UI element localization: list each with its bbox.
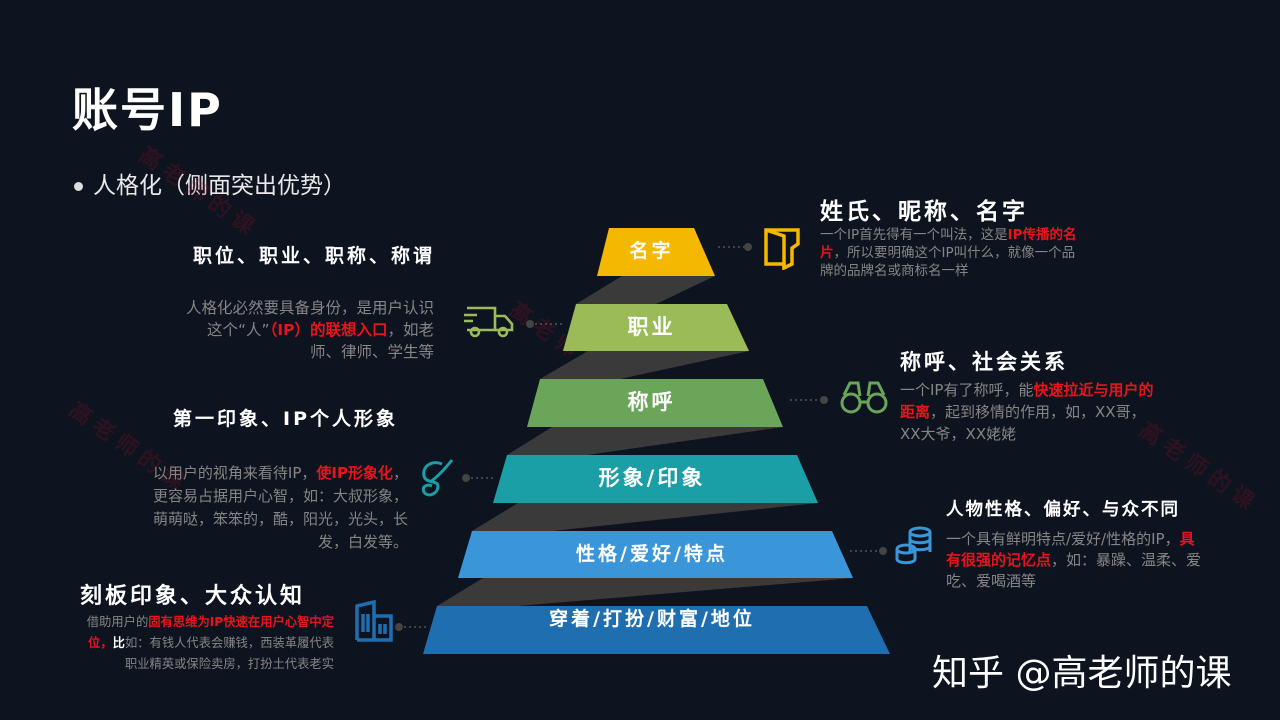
note-heading-character: 人物性格、偏好、与众不同 <box>946 500 1180 520</box>
pyramid-layer <box>458 531 853 578</box>
pyramid-layer-label: 性格/爱好/特点 <box>576 543 728 565</box>
zhihu-watermark: 知乎 @高老师的课 <box>932 653 1232 694</box>
body-text: 一个IP首先得有一个叫法，这是 <box>820 227 1008 243</box>
pyramid-layer-label: 形象/印象 <box>598 466 706 490</box>
building-icon <box>355 600 393 642</box>
pyramid-layer <box>527 379 783 427</box>
note-heading-name: 姓氏、昵称、名字 <box>820 199 1028 225</box>
highlight-text: 快速拉近与用户的距离 <box>900 381 1154 421</box>
hand-icon <box>421 459 454 497</box>
connector-dot <box>526 320 534 328</box>
pyramid-connector <box>437 578 853 606</box>
body-text: ，起到移情的作用，如，XX哥，XX大爷，XX姥姥 <box>900 403 1146 443</box>
connector-dot <box>744 243 752 251</box>
pyramid-connector <box>472 503 818 531</box>
note-body-title: 一个IP有了称呼，能快速拉近与用户的距离，起到移情的作用，如，XX哥，XX大爷，… <box>900 379 1162 445</box>
page-title: 账号IP <box>72 83 223 137</box>
highlight-text: （IP）的联想入口 <box>269 321 388 339</box>
note-heading-stereotype: 刻板印象、大众认知 <box>80 584 306 609</box>
note-body-stereotype: 借助用户的固有思维为IP快速在用户心智中定位，比如：有钱人代表会赚钱，西装革履代… <box>84 612 334 675</box>
binoculars-icon <box>840 381 888 414</box>
note-heading-title: 称呼、社会关系 <box>900 350 1068 374</box>
pyramid-connector <box>507 427 783 455</box>
pyramid-layer <box>597 228 715 276</box>
body-text: 一个具有鲜明特点/爱好/性格的IP， <box>946 530 1180 548</box>
note-body-job: 人格化必然要具备身份，是用户认识这个“人”（IP）的联想入口，如老师、律师、学生… <box>180 297 434 363</box>
truck-icon <box>464 306 514 338</box>
pyramid-layer <box>563 304 749 351</box>
highlight-text: 固有思维为IP快速在用户心智中定位， <box>88 615 334 650</box>
body-text: ，所以要明确这个IP叫什么，就像一个品牌的品牌名或商标名一样 <box>820 245 1076 279</box>
body-text: 一个IP有了称呼，能 <box>900 381 1034 399</box>
note-heading-image: 第一印象、IP个人形象 <box>173 408 398 430</box>
bullet-text: 人格化（侧面突出优势） <box>93 173 346 199</box>
coins-icon <box>895 526 932 565</box>
connector-dot <box>395 623 403 631</box>
highlight-text: 具有很强的记忆点 <box>946 530 1195 569</box>
body-text: 人格化必然要具备身份，是用户认识这个“人” <box>185 299 434 339</box>
connector-dot <box>462 474 470 482</box>
note-body-name: 一个IP首先得有一个叫法，这是IP传播的名片，所以要明确这个IP叫什么，就像一个… <box>820 226 1080 280</box>
pyramid-layer-label: 称呼 <box>627 390 676 414</box>
body-text: 借助用户的 <box>86 615 149 629</box>
body-text: ，更容易占据用户心智，如：大叔形象，萌萌哒，笨笨的，酷，阳光，光头，长发，白发等… <box>152 464 408 551</box>
pyramid-layer-label: 穿着/打扮/财富/地位 <box>549 608 755 630</box>
bullet-item: 人格化（侧面突出优势） <box>74 166 346 200</box>
pyramid-connector <box>540 351 749 379</box>
body-text: ，如老师、律师、学生等 <box>309 321 434 361</box>
note-heading-job: 职位、职业、职称、称谓 <box>192 245 435 267</box>
body-text: 以用户的视角来看待IP， <box>152 464 317 482</box>
folder-icon <box>764 228 800 270</box>
connector-dot <box>820 396 828 404</box>
body-text: ，如：暴躁、温柔、爱吃、爱喝酒等 <box>946 551 1202 590</box>
body-text: 比 <box>112 636 125 650</box>
pyramid-layer <box>493 455 818 503</box>
pyramid-layer <box>423 606 890 654</box>
highlight-text: 使IP形象化 <box>316 464 393 482</box>
note-body-character: 一个具有鲜明特点/爱好/性格的IP，具有很强的记忆点，如：暴躁、温柔、爱吃、爱喝… <box>946 529 1208 592</box>
note-body-image: 以用户的视角来看待IP，使IP形象化，更容易占据用户心智，如：大叔形象，萌萌哒，… <box>142 462 408 554</box>
pyramid-connector <box>576 276 715 304</box>
pyramid-layer-label: 名字 <box>629 240 674 262</box>
connector-dot <box>879 547 887 555</box>
highlight-text: IP传播的名片 <box>820 227 1077 261</box>
pyramid-layer-label: 职业 <box>627 315 676 339</box>
body-text: 如：有钱人代表会赚钱，西装革履代表职业精英或保险卖房，打扮土代表老实 <box>124 636 334 671</box>
bullet-dot-icon <box>74 182 83 191</box>
